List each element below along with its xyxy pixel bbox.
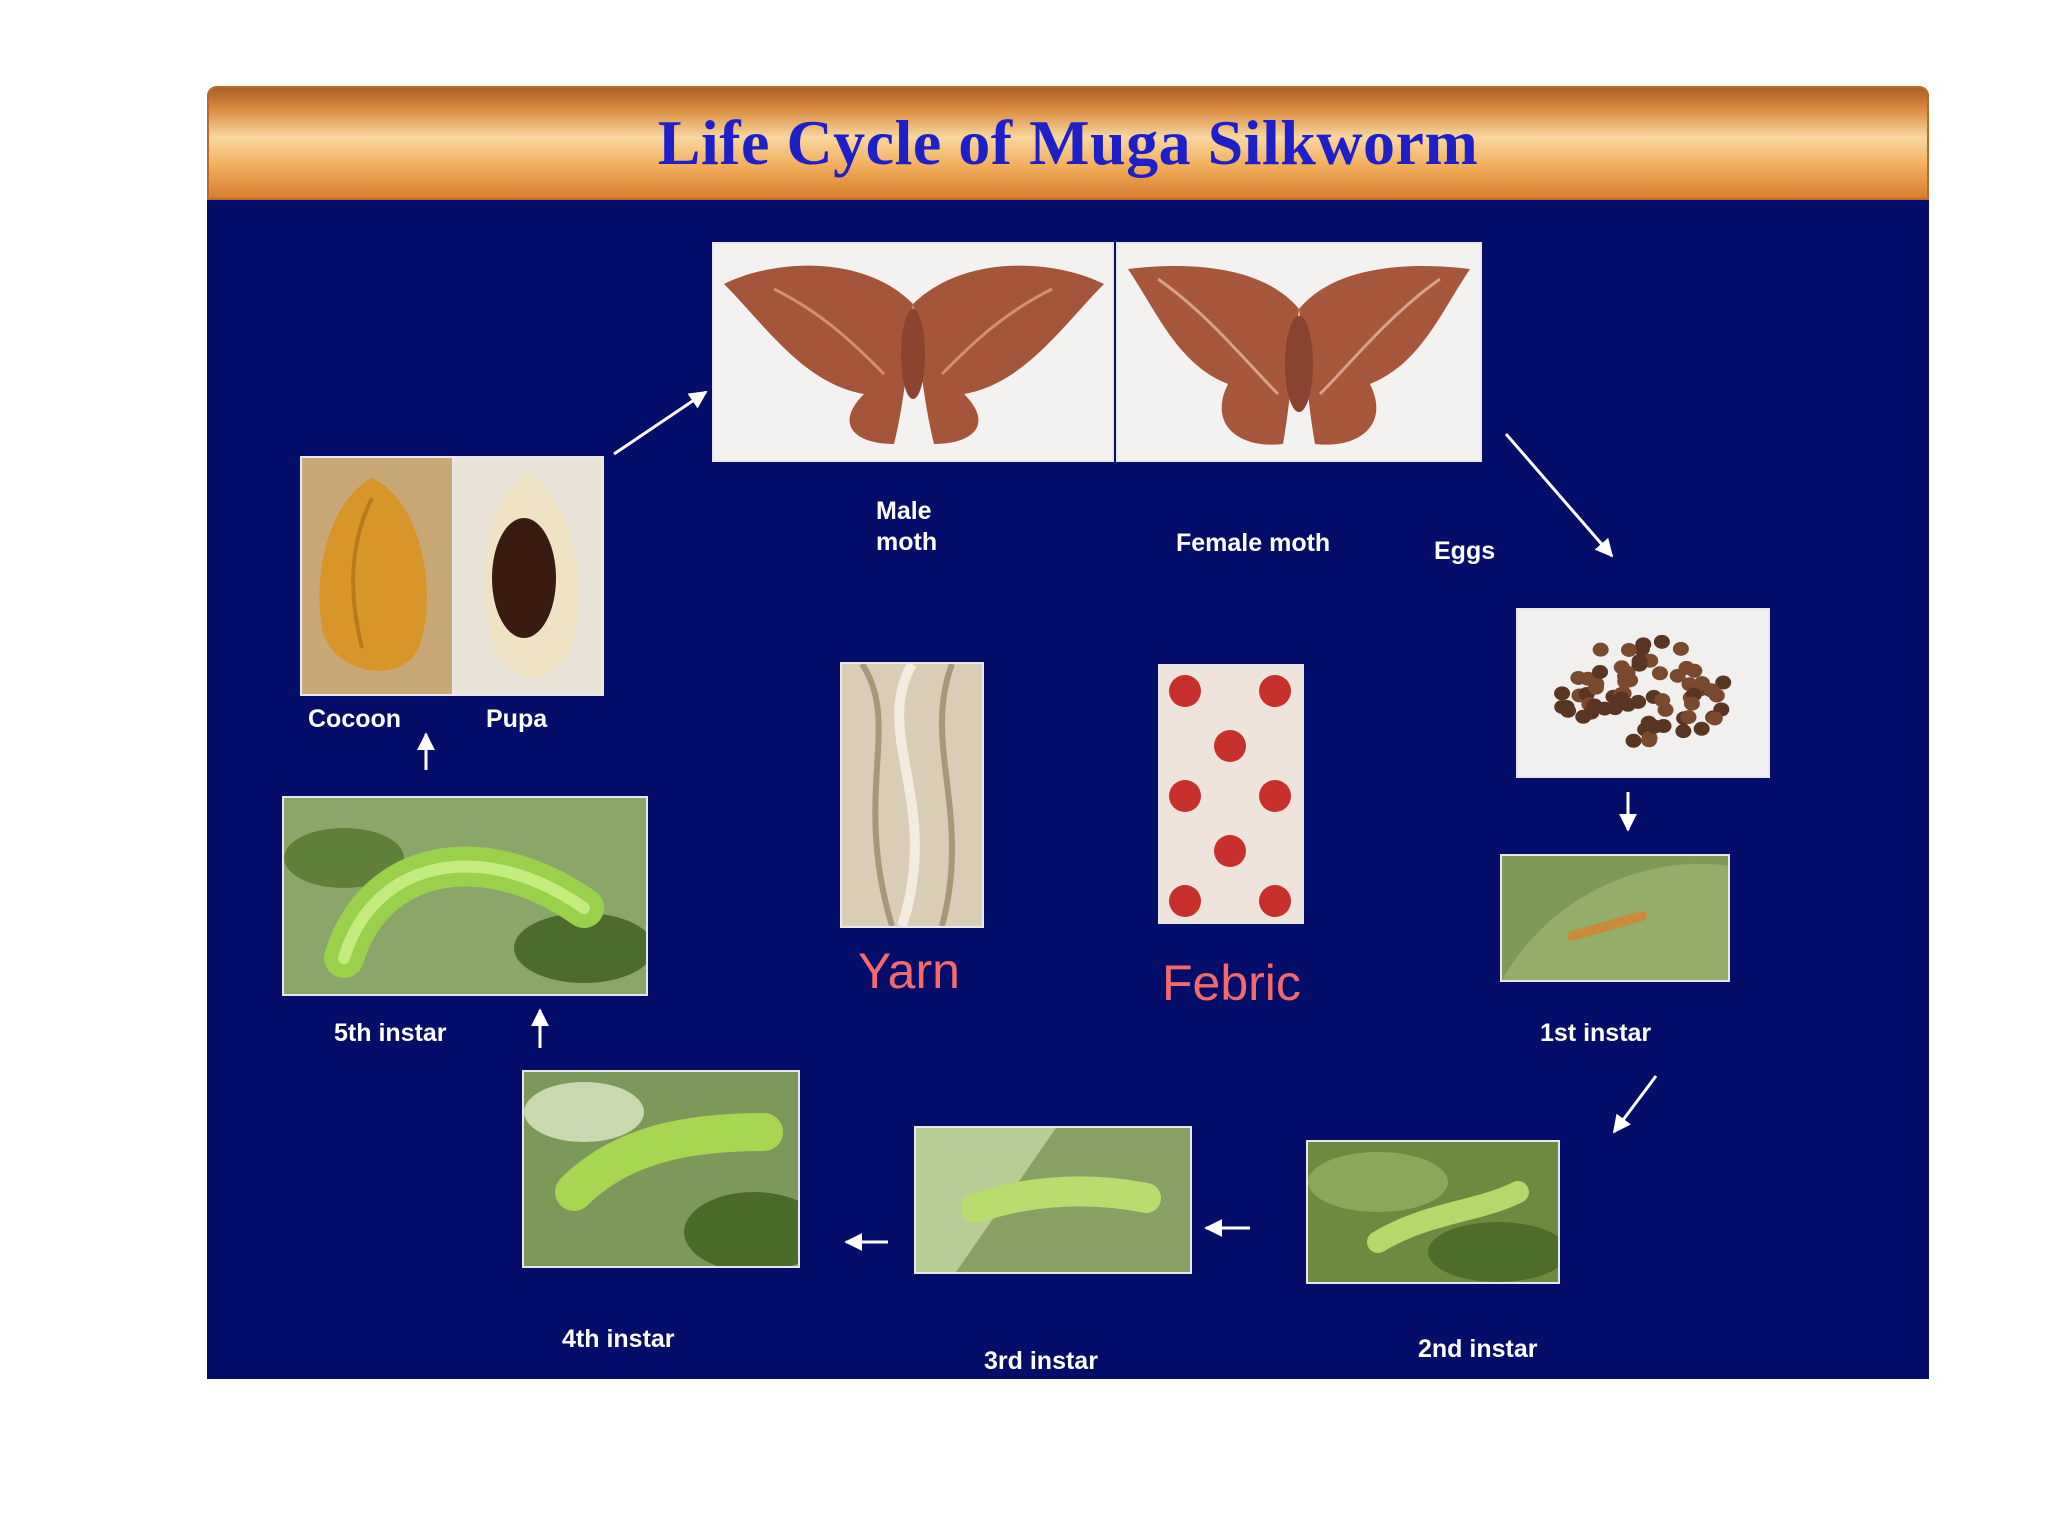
female-moth-label: Female moth [1176, 529, 1331, 557]
diagram-title: Life Cycle of Muga Silkworm [657, 107, 1479, 178]
fabric-image [1160, 666, 1302, 922]
pupa-image [454, 458, 602, 694]
fifth-instar-image [284, 798, 646, 994]
male-moth-label: Male moth [876, 497, 938, 557]
first-instar-label: 1st instar [1540, 1019, 1652, 1047]
fourth-instar-image [524, 1072, 798, 1266]
fourth-instar-label: 4th instar [562, 1325, 675, 1353]
yarn-image [842, 664, 982, 926]
cocoon-label: Cocoon [308, 705, 402, 733]
eggs-label: Eggs [1434, 537, 1496, 565]
female-moth-image [1118, 244, 1480, 460]
third-instar-image [916, 1128, 1190, 1272]
third-instar-label: 3rd instar [984, 1347, 1098, 1375]
pupa-label: Pupa [486, 705, 548, 733]
fifth-instar-label: 5th instar [334, 1019, 447, 1047]
title-bar: Life Cycle of Muga Silkworm [207, 86, 1929, 200]
male-moth-image [714, 244, 1112, 460]
second-instar-label: 2nd instar [1418, 1335, 1538, 1363]
eggs-image [1518, 610, 1768, 776]
fabric-label: Febric [1162, 955, 1301, 1011]
cocoon-image [302, 458, 452, 694]
yarn-label: Yarn [858, 943, 960, 999]
first-instar-image [1502, 856, 1728, 980]
second-instar-image [1308, 1142, 1558, 1282]
